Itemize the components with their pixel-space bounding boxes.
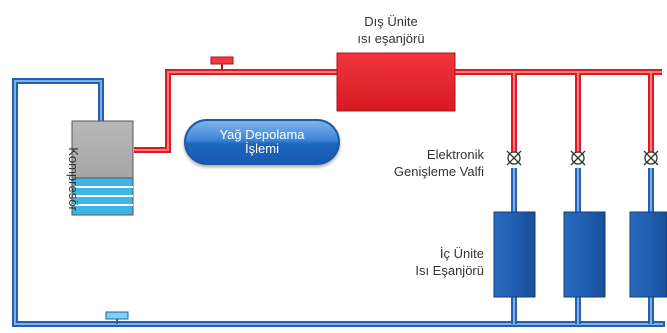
outdoor-exchanger-line1: Dış Ünite	[364, 14, 418, 29]
oil-storage-line1: Yağ Depolama	[219, 127, 305, 142]
outdoor-exchanger-label: Dış Ünite ısı eşanjörü	[332, 13, 450, 47]
expansion-valve-line1: Elektronik	[426, 147, 484, 162]
indoor-exchanger-line1: İç Ünite	[439, 246, 484, 261]
outdoor-exchanger-box	[336, 52, 456, 112]
expansion-valve-icon	[506, 150, 659, 166]
cold-line	[12, 78, 665, 327]
expansion-valve-line2: Genişleme Valfi	[393, 164, 484, 179]
oil-storage-line2: İşlemi	[245, 141, 279, 156]
hot-line	[134, 69, 662, 153]
indoor-unit-boxes	[493, 211, 667, 298]
compressor-label: Kompresör	[66, 147, 81, 211]
service-valve-bottom-icon	[105, 311, 129, 324]
outdoor-exchanger-line2: ısı eşanjörü	[357, 31, 425, 46]
compressor-unit	[71, 120, 134, 216]
oil-storage-button[interactable]: Yağ Depolama İşlemi	[184, 119, 340, 165]
expansion-valve-label: Elektronik Genişleme Valfi	[378, 146, 484, 180]
indoor-exchanger-label: İç Ünite Isı Eşanjörü	[372, 245, 484, 279]
service-valve-top-icon	[210, 56, 234, 69]
indoor-exchanger-line2: Isı Eşanjörü	[415, 263, 484, 278]
